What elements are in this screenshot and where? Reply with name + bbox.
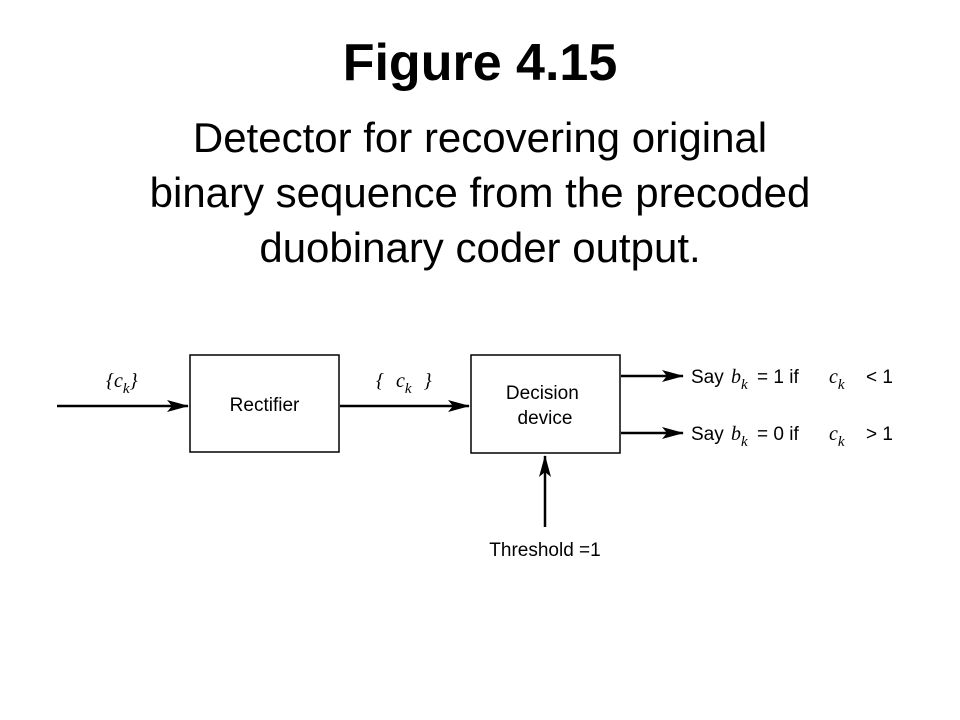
svg-text:ck: ck xyxy=(829,366,845,393)
svg-text:ck: ck xyxy=(829,423,845,450)
svg-text:Say: Say xyxy=(691,424,724,445)
svg-text:< 1: < 1 xyxy=(866,367,893,388)
rectifier-label: Rectifier xyxy=(230,395,300,416)
svg-text:bk: bk xyxy=(731,366,748,393)
svg-text:= 1 if: = 1 if xyxy=(757,367,799,388)
figure-caption: Detector for recovering original binary … xyxy=(0,110,960,275)
input-sequence-label: {ck} xyxy=(106,370,138,397)
output-rule-one: Say bk = 1 if ck < 1 xyxy=(691,366,893,393)
threshold-label: Threshold =1 xyxy=(489,540,600,561)
output-rule-zero: Say bk = 0 if ck > 1 xyxy=(691,423,893,450)
svg-text:bk: bk xyxy=(731,423,748,450)
rectified-sequence-label: {ck} xyxy=(376,370,432,397)
svg-text:= 0 if: = 0 if xyxy=(757,424,799,445)
decision-device-block xyxy=(470,354,621,454)
decision-device-label: Decision device xyxy=(506,383,584,429)
figure-title: Figure 4.15 xyxy=(342,34,618,92)
caption-line-2: binary sequence from the precoded xyxy=(149,169,811,216)
svg-text:Say: Say xyxy=(691,367,724,388)
svg-text:> 1: > 1 xyxy=(866,424,893,445)
caption-line-3: duobinary coder output. xyxy=(259,224,701,271)
rectifier-block xyxy=(189,354,340,453)
caption-line-1: Detector for recovering original xyxy=(192,114,768,161)
